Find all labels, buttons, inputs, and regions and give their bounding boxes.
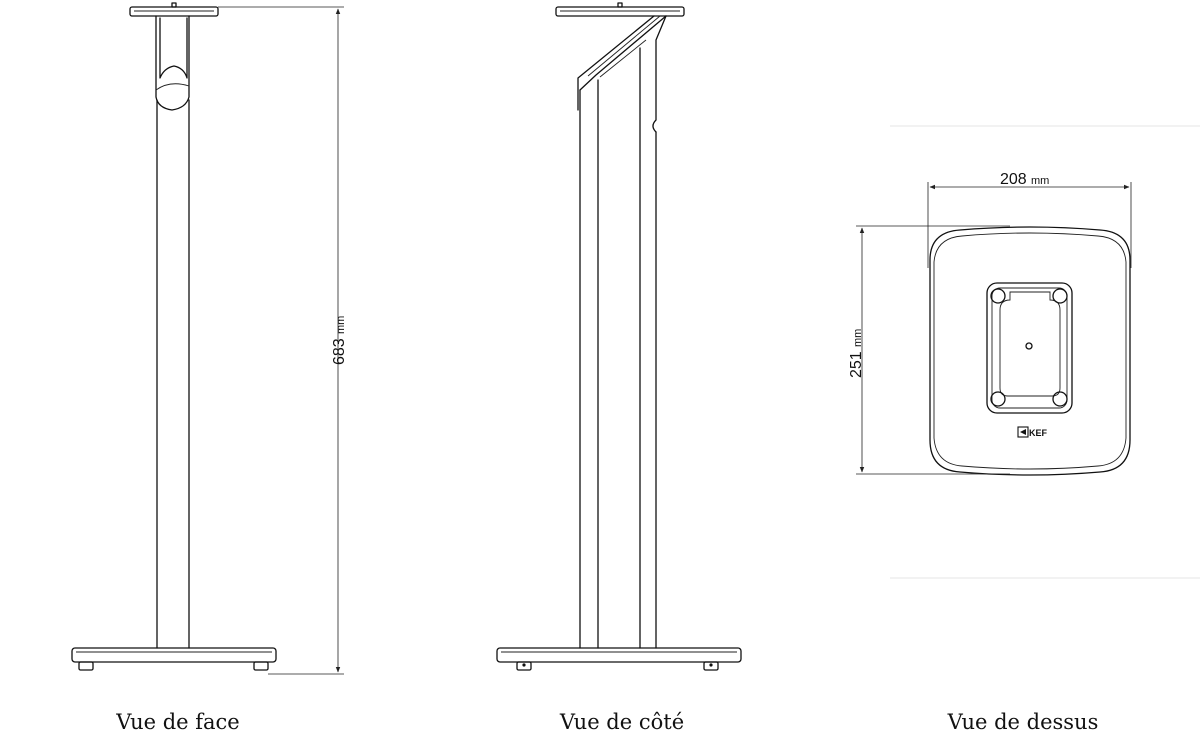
side-view — [496, 2, 742, 671]
top-view: KEF 208 mm 251 mm — [848, 125, 1200, 579]
depth-dimension-value: 251 — [848, 351, 865, 378]
side-view-caption: Vue de côté — [559, 710, 685, 734]
front-view-caption: Vue de face — [116, 710, 240, 734]
front-view: 683 mm — [71, 2, 348, 675]
kef-logo: KEF — [1029, 428, 1048, 438]
height-dimension-value: 683 — [331, 338, 348, 365]
top-view-caption: Vue de dessus — [947, 710, 1099, 734]
width-dimension-value: 208 — [1000, 171, 1027, 188]
width-dimension-unit: mm — [1031, 175, 1049, 187]
height-dimension-unit: mm — [335, 316, 347, 334]
depth-dimension-unit: mm — [852, 329, 864, 347]
